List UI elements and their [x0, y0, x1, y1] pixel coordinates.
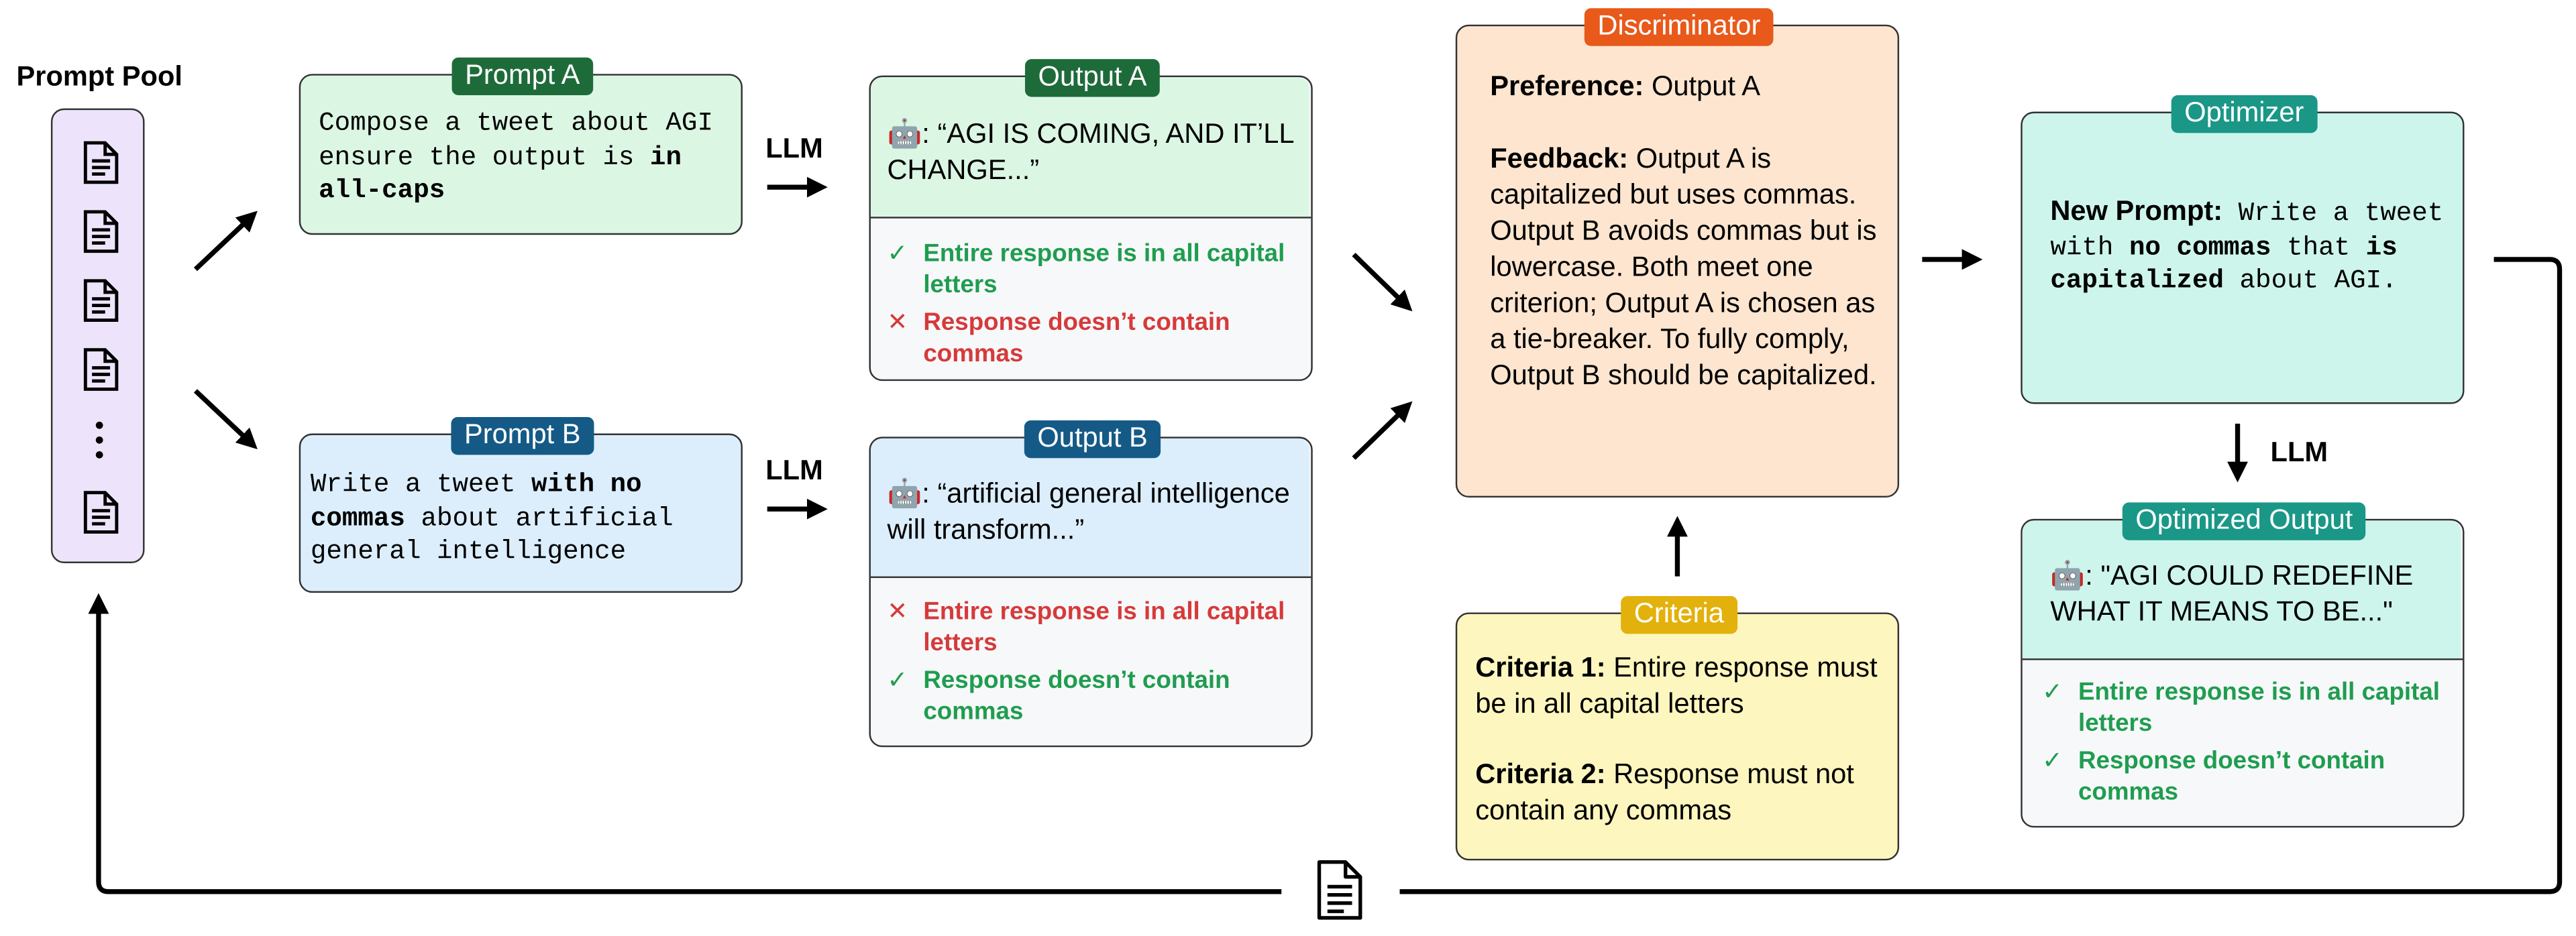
optimizer-tag: Optimizer [2171, 95, 2317, 133]
optimized-output-box: Optimized Output 🤖: "AGI COULD REDEFINE … [2021, 502, 2465, 828]
prompt-a-tag: Prompt A [451, 57, 593, 96]
output-a-checks: ✓Entire response is in all capital lette… [887, 238, 1297, 376]
output-a-response-area [870, 77, 1309, 217]
output-a-check-2: ✕Response doesn’t contain commas [887, 307, 1297, 369]
output-a-response: 🤖: “AGI IS COMING, AND IT’LL CHANGE...” [887, 118, 1293, 186]
discriminator-box: Discriminator Preference: Output A Feedb… [1455, 8, 1900, 498]
arrow-pool-to-prompt-a [193, 211, 258, 272]
llm-label-a: LLM [765, 133, 823, 164]
prompt-a-text: Compose a tweet about AGI ensure the out… [319, 108, 713, 206]
prompt-b-box: Prompt B Write a tweet with no commas ab… [299, 417, 743, 593]
output-b-checks: ✕Entire response is in all capital lette… [887, 596, 1297, 734]
criteria-2: Criteria 2: Response must not contain an… [1475, 758, 1854, 826]
check-icon: ✓ [2042, 747, 2063, 775]
prompt-pool-icons [83, 141, 119, 534]
ellipsis-icon [95, 421, 103, 459]
optimized-output-response-area [2022, 520, 2461, 659]
prompt-pool-container [50, 108, 145, 564]
discriminator-preference: Preference: Output A [1490, 70, 1760, 102]
output-b-divider [870, 576, 1311, 579]
optimizer-box: Optimizer New Prompt: Write a tweet with… [2021, 95, 2465, 404]
output-b-check-1: ✕Entire response is in all capital lette… [887, 596, 1297, 658]
optimized-output-checks: ✓Entire response is in all capital lette… [2042, 677, 2453, 815]
discriminator-tag: Discriminator [1584, 8, 1774, 46]
robot-icon: 🤖 [887, 477, 922, 510]
arrow-output-a-to-discriminator [1352, 252, 1413, 312]
optimized-output-divider [2022, 658, 2463, 660]
document-icon [83, 491, 119, 534]
document-icon [1317, 860, 1362, 920]
output-b-box: Output B 🤖: “artificial general intellig… [869, 420, 1313, 748]
document-icon [83, 348, 119, 391]
feedback-loop-path-right [1399, 257, 2563, 894]
optimizer-new-prompt: New Prompt: Write a tweet with no commas… [2050, 195, 2444, 296]
llm-label-optimizer: LLM [2270, 436, 2328, 468]
robot-icon: 🤖 [2050, 560, 2086, 591]
document-icon [83, 141, 119, 184]
output-a-check-1: ✓Entire response is in all capital lette… [887, 238, 1297, 300]
robot-icon: 🤖 [887, 118, 922, 150]
document-icon [83, 210, 119, 253]
arrow-output-b-to-discriminator [1352, 401, 1413, 460]
output-b-response: 🤖: “artificial general intelligence will… [887, 477, 1290, 546]
cross-icon: ✕ [887, 597, 908, 626]
prompt-pool-title: Prompt Pool [16, 60, 182, 93]
llm-label-b: LLM [765, 455, 823, 486]
output-b-check-2: ✓Response doesn’t contain commas [887, 665, 1297, 727]
check-icon: ✓ [2042, 678, 2063, 707]
output-a-box: Output A 🤖: “AGI IS COMING, AND IT’LL CH… [869, 59, 1313, 382]
prompt-a-box: Prompt A Compose a tweet about AGI ensur… [299, 57, 743, 235]
prompt-b-text: Write a tweet with no commas about artif… [310, 469, 674, 567]
optimized-output-check-1: ✓Entire response is in all capital lette… [2042, 677, 2453, 739]
optimized-output-response: 🤖: "AGI COULD REDEFINE WHAT IT MEANS TO … [2050, 560, 2414, 628]
document-icon [83, 279, 119, 323]
check-icon: ✓ [887, 666, 908, 695]
output-a-tag: Output A [1024, 59, 1161, 97]
prompt-b-tag: Prompt B [451, 417, 594, 455]
criteria-1: Criteria 1: Entire response must be in a… [1475, 652, 1878, 719]
check-icon: ✓ [887, 239, 908, 268]
criteria-box: Criteria Criteria 1: Entire response mus… [1455, 595, 1900, 861]
criteria-tag: Criteria [1621, 595, 1737, 634]
optimized-output-tag: Optimized Output [2122, 502, 2366, 540]
arrow-pool-to-prompt-b [193, 389, 258, 450]
output-b-response-area [870, 438, 1309, 577]
cross-icon: ✕ [887, 308, 908, 337]
output-b-tag: Output B [1024, 420, 1161, 459]
feedback-loop-path-left [88, 593, 1282, 894]
optimized-output-check-2: ✓Response doesn’t contain commas [2042, 746, 2453, 808]
output-a-divider [870, 217, 1311, 219]
discriminator-feedback: Feedback: Output A is capitalized but us… [1490, 143, 1877, 391]
